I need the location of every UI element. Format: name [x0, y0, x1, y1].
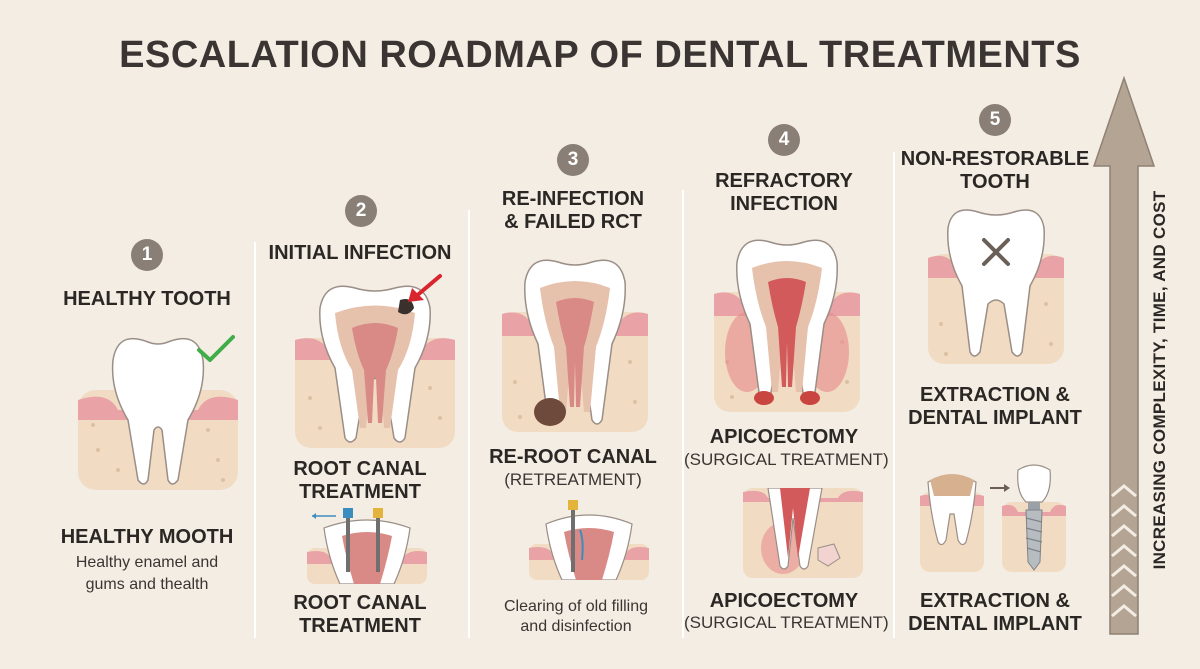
complexity-axis-label: INCREASING COMPLEXITY, TIME, AND COST — [1150, 190, 1169, 570]
non-restorable-tooth-illustration — [928, 209, 1064, 364]
stage-heading: & FAILED RCT — [504, 211, 642, 233]
stage-heading: RE-INFECTION — [501, 188, 645, 210]
extraction-implant-illustration — [920, 464, 1066, 572]
stage-heading: TOOTH — [960, 171, 1030, 193]
stage-number-badge: 3 — [557, 144, 589, 176]
stage-divider — [468, 210, 470, 638]
escalation-arrow — [1092, 76, 1156, 635]
stage-treatment: RE-ROOT CANAL — [489, 446, 657, 468]
stage-treatment-secondary: DENTAL IMPLANT — [908, 613, 1082, 635]
stage-treatment: APICOECTOMY — [709, 426, 859, 448]
failed-rct-tooth-illustration — [502, 259, 648, 432]
stage-heading: REFRACTORY — [715, 170, 853, 192]
stage-treatment: HEALTHY MOOTH — [60, 526, 234, 548]
stage-number-badge: 1 — [131, 239, 163, 271]
healthy-tooth-illustration — [78, 337, 238, 490]
root-canal-files-illustration — [307, 508, 427, 584]
stage-divider — [254, 242, 256, 638]
stage-treatment-sub: (RETREATMENT) — [504, 470, 642, 489]
page-title: ESCALATION ROADMAP OF DENTAL TREATMENTS — [119, 34, 1081, 76]
stage-description-line: Clearing of old filling — [503, 598, 649, 615]
stage-treatment: TREATMENT — [299, 481, 421, 503]
red-arrow-icon — [408, 274, 442, 302]
stage-description-line: gums and thealth — [85, 576, 209, 593]
infected-tooth-illustration — [295, 285, 455, 448]
stage-treatment: ROOT CANAL — [293, 458, 427, 480]
stage-number-badge: 2 — [345, 195, 377, 227]
stage-divider — [893, 152, 895, 638]
stage-treatment: DENTAL IMPLANT — [908, 407, 1082, 429]
stage-treatment-sub: (SURGICAL TREATMENT) — [684, 450, 889, 469]
check-icon — [197, 335, 235, 362]
stage-description-line: and disinfection — [520, 618, 632, 635]
stage-treatment: EXTRACTION & — [920, 384, 1070, 406]
stage-treatment-sub: (SURGICAL TREATMENT) — [684, 613, 889, 632]
stage-heading: INITIAL INFECTION — [268, 242, 452, 264]
refractory-infection-tooth-illustration — [714, 239, 860, 412]
stage-treatment-secondary: EXTRACTION & — [920, 590, 1070, 612]
stage-heading: NON-RESTORABLE — [900, 148, 1090, 170]
stage-divider — [682, 190, 684, 638]
retreatment-illustration — [529, 500, 649, 580]
stage-number-badge: 5 — [979, 104, 1011, 136]
stage-treatment-secondary: TREATMENT — [299, 615, 421, 637]
stage-treatment-secondary: ROOT CANAL — [293, 592, 427, 614]
stage-treatment-secondary: APICOECTOMY — [709, 590, 859, 612]
apicoectomy-illustration — [743, 488, 863, 578]
x-mark-icon — [982, 238, 1010, 266]
stage-heading: HEALTHY TOOTH — [63, 288, 231, 310]
stage-heading: INFECTION — [730, 193, 838, 215]
stage-number-badge: 4 — [768, 124, 800, 156]
stage-description-line: Healthy enamel and — [75, 554, 219, 571]
